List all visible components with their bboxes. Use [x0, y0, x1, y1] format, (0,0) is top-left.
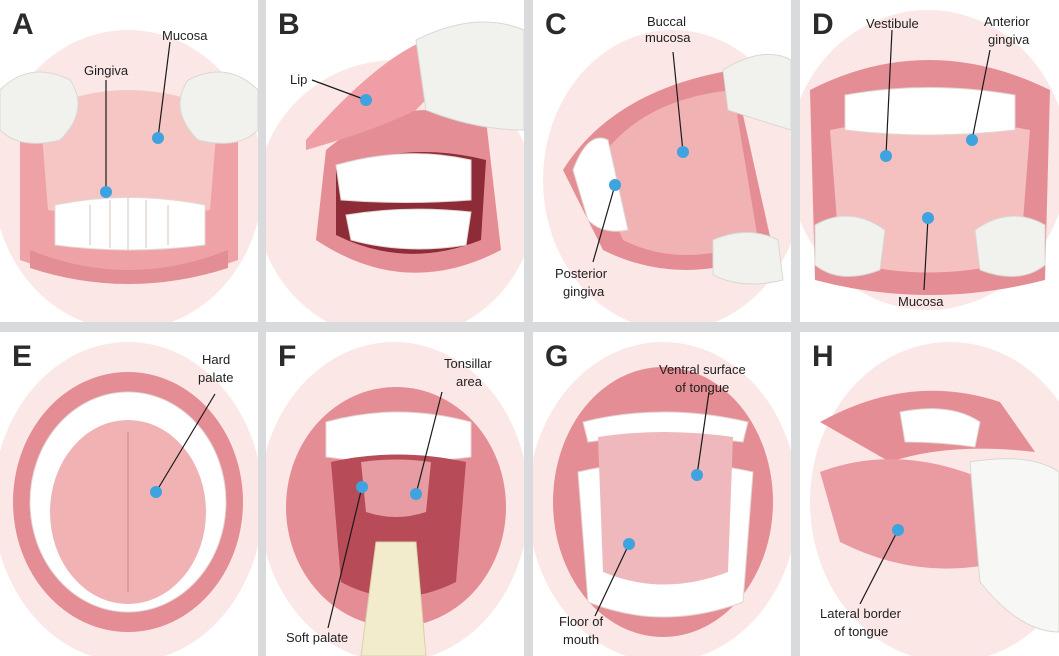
panel-e-hard-palate: E Hard palate	[0, 332, 258, 656]
panel-letter: B	[278, 8, 300, 41]
dot-tonsillar-area	[410, 488, 422, 500]
illustration-hard-palate	[0, 342, 258, 656]
dot-soft-palate	[356, 481, 368, 493]
label-floor-of: Floor of	[559, 614, 604, 629]
panel-letter: H	[812, 340, 834, 373]
illustration-lower-lip-retracted	[800, 10, 1059, 310]
panel-letter: D	[812, 8, 834, 41]
label-anterior: Anterior	[984, 14, 1030, 29]
dot-lip	[360, 94, 372, 106]
dot-hard-palate	[150, 486, 162, 498]
label-area: area	[456, 374, 483, 389]
panel-f-soft-palate: F Tonsillar area Soft palate	[266, 332, 524, 656]
dot-lateral-border-of-tongue	[892, 524, 904, 536]
panel-a-gingiva-mucosa: A Mucosa Gingiva	[0, 0, 258, 322]
panel-letter: E	[12, 340, 32, 373]
label-mucosa: mucosa	[645, 30, 691, 45]
dot-mucosa	[922, 212, 934, 224]
label-gingiva: gingiva	[563, 284, 605, 299]
illustration-tongue-raised	[533, 342, 791, 656]
label-gingiva: gingiva	[988, 32, 1030, 47]
dot-gingiva	[100, 186, 112, 198]
panel-h-lateral-tongue: H Lateral border of tongue	[800, 332, 1059, 656]
panel-g-ventral-tongue: G Ventral surface of tongue Floor of mou…	[533, 332, 791, 656]
dot-anterior-gingiva	[966, 134, 978, 146]
label-palate: palate	[198, 370, 234, 385]
dot-ventral-surface-of-tongue	[691, 469, 703, 481]
panel-letter: C	[545, 8, 567, 41]
dot-mucosa	[152, 132, 164, 144]
label-of-tongue: of tongue	[675, 380, 730, 395]
illustration-lip-pulled	[266, 21, 524, 322]
dot-vestibule	[880, 150, 892, 162]
label-posterior: Posterior	[555, 266, 608, 281]
panel-letter: G	[545, 340, 568, 373]
label-mucosa: Mucosa	[898, 294, 944, 309]
panel-b-lip: B Lip	[266, 0, 524, 322]
dot-floor-of-mouth	[623, 538, 635, 550]
label-buccal: Buccal	[647, 14, 687, 29]
label-tonsillar: Tonsillar	[444, 356, 492, 371]
label-soft-palate: Soft palate	[286, 630, 349, 645]
panel-d-vestibule: D Vestibule Anterior gingiva Mucosa	[800, 0, 1059, 322]
illustration-upper-lip-retracted	[0, 30, 258, 322]
label-mouth: mouth	[563, 632, 600, 647]
illustration-cheek-retracted	[543, 30, 791, 322]
illustration-tongue-depressor	[266, 342, 524, 656]
label-vestibule: Vestibule	[866, 16, 919, 31]
panel-c-buccal-mucosa: C Buccal mucosa Posterior gingiva	[533, 0, 791, 322]
label-lateral-border: Lateral border	[820, 606, 901, 621]
label-gingiva: Gingiva	[84, 63, 129, 78]
dot-buccal-mucosa	[677, 146, 689, 158]
panel-letter: A	[12, 8, 34, 41]
label-lip: Lip	[290, 72, 308, 87]
label-hard: Hard	[202, 352, 231, 367]
label-ventral-surface: Ventral surface	[659, 362, 746, 377]
panel-letter: F	[278, 340, 296, 373]
illustration-tongue-pulled	[810, 342, 1059, 656]
label-of-tongue: of tongue	[834, 624, 889, 639]
label-mucosa: Mucosa	[162, 28, 208, 43]
dot-posterior-gingiva	[609, 179, 621, 191]
